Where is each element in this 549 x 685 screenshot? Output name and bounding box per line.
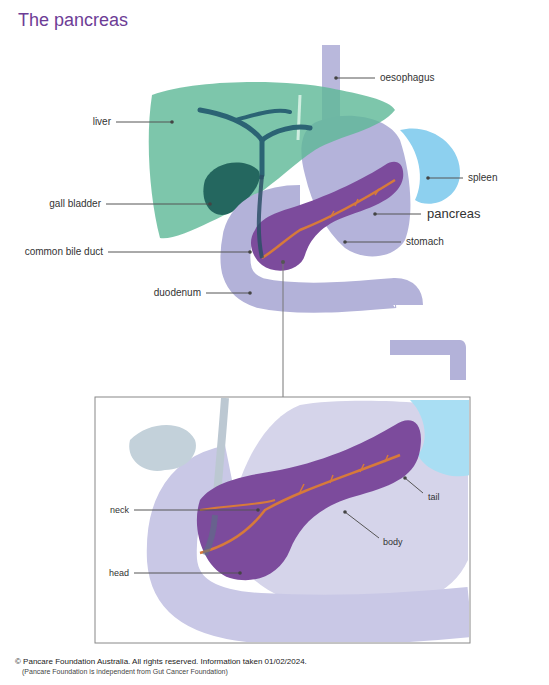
inset-frame — [95, 397, 470, 643]
leader-line — [134, 573, 240, 574]
leader-dot — [373, 212, 377, 216]
leader-dot — [248, 250, 252, 254]
leader-line — [206, 293, 250, 294]
leader-line — [106, 204, 210, 205]
duct-branches — [330, 189, 379, 218]
organ-label: oesophagus — [380, 72, 435, 84]
jejunum-shape — [390, 340, 466, 380]
pancreas-shape — [197, 420, 421, 580]
leader-dot — [334, 76, 338, 80]
organ-label: common bile duct — [25, 246, 103, 258]
hepatic-duct — [260, 140, 265, 175]
common-bile-duct-shape — [205, 515, 215, 555]
copyright-note: © Pancare Foundation Australia. All righ… — [15, 657, 307, 666]
leader-dot — [248, 291, 252, 295]
leader-line — [116, 122, 172, 123]
hepatic-duct — [262, 127, 310, 140]
organ-label: gall bladder — [49, 198, 101, 210]
organ-label: spleen — [468, 172, 497, 184]
leader-dot — [238, 571, 242, 575]
accessory-duct — [200, 500, 275, 510]
copyright-note: (Pancare Foundation is independent from … — [22, 668, 228, 676]
leader-line — [405, 478, 423, 493]
inset-illustration — [129, 398, 469, 620]
page-title: The pancreas — [18, 10, 128, 31]
gall-bladder-shape — [129, 425, 196, 471]
leader-dot — [170, 120, 174, 124]
pancreatic-duct — [262, 180, 395, 258]
leader-dot — [256, 508, 260, 512]
leader-dot — [281, 260, 285, 264]
pancreas-shape — [251, 162, 403, 271]
leader-line — [375, 214, 421, 215]
part-label: neck — [110, 505, 129, 515]
leader-dot — [208, 202, 212, 206]
leader-dot — [426, 176, 430, 180]
leader-line — [108, 252, 250, 253]
hepatic-duct — [235, 111, 290, 120]
spleen-shape — [400, 128, 460, 203]
leader-line — [134, 510, 258, 511]
part-label: tail — [428, 492, 440, 502]
leader-lines — [106, 78, 463, 573]
organ-label: pancreas — [427, 207, 480, 222]
duct-branches — [300, 455, 388, 492]
liver-ligament — [298, 95, 300, 140]
organ-label: liver — [93, 116, 111, 128]
leader-dots — [170, 76, 430, 575]
pancreatic-duct — [200, 455, 400, 553]
part-label: head — [109, 568, 129, 578]
leader-line — [345, 512, 379, 538]
organ-label: duodenum — [154, 287, 201, 299]
leader-dot — [403, 476, 407, 480]
leader-line — [345, 242, 401, 243]
leader-line — [336, 78, 375, 79]
leader-dot — [343, 240, 347, 244]
leader-dot — [343, 510, 347, 514]
leader-line — [428, 178, 463, 179]
organ-label: stomach — [406, 236, 444, 248]
zoom-line — [283, 262, 284, 397]
part-label: body — [383, 537, 403, 547]
common-bile-duct-shape — [259, 175, 262, 258]
